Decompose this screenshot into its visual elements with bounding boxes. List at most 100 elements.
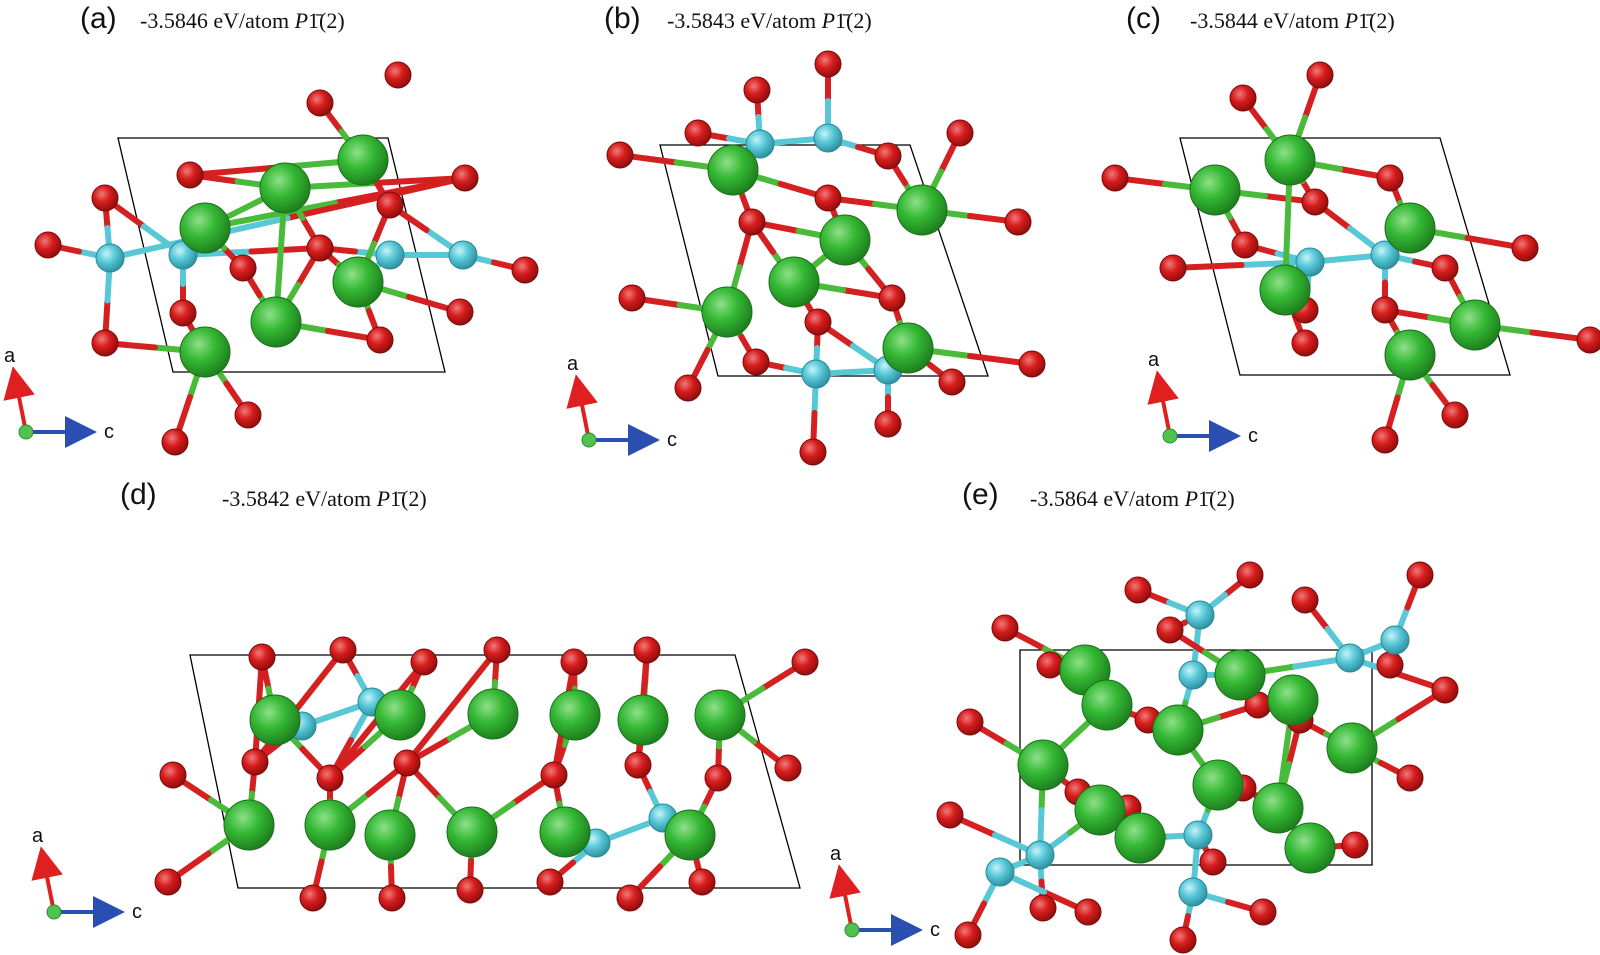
small-red-atom-c <box>1306 61 1334 89</box>
small-red-atom-a <box>229 254 257 282</box>
large-green-atom-d <box>446 806 498 858</box>
axis-origin-a <box>18 424 34 440</box>
panel-a-space-group-number: 1̄(2) <box>308 8 345 33</box>
panel-c-space-group: P <box>1344 8 1359 33</box>
cyan-atom-b <box>813 123 843 153</box>
small-red-atom-c <box>1431 254 1459 282</box>
small-red-atom-b <box>674 374 702 402</box>
large-green-atom-c <box>1449 299 1501 351</box>
large-green-atom-a <box>332 256 384 308</box>
large-green-atom-e <box>1074 784 1126 836</box>
axis-a-arrow-a <box>3 366 35 433</box>
small-red-atom-b <box>684 119 712 147</box>
axis-a-label-e: a <box>830 843 842 865</box>
cyan-atom-a <box>95 243 125 273</box>
small-red-atom-d <box>316 764 344 792</box>
unit-cell-e <box>1019 649 1373 866</box>
cyan-atom-e <box>1183 820 1213 850</box>
small-red-atom-c <box>1441 401 1469 429</box>
small-red-atom-b <box>738 208 766 236</box>
small-red-atom-e <box>1199 848 1227 876</box>
small-red-atom-d <box>329 636 357 664</box>
small-red-atom-d <box>410 648 438 676</box>
small-red-atom-b <box>618 284 646 312</box>
large-green-atom-c <box>1384 202 1436 254</box>
large-green-atom-e <box>1192 759 1244 811</box>
bond-a-0-a <box>187 164 280 178</box>
small-red-atom-b <box>874 410 902 438</box>
axis-a-arrow-e <box>829 864 861 931</box>
panel-e-space-group-number: 1̄(2) <box>1198 486 1235 511</box>
small-red-atom-d <box>616 884 644 912</box>
small-red-atom-b <box>804 308 832 336</box>
small-red-atom-e <box>1029 894 1057 922</box>
small-red-atom-b <box>742 348 770 376</box>
small-red-atom-b <box>946 119 974 147</box>
small-red-atom-b <box>606 141 634 169</box>
large-green-atom-e <box>1326 722 1378 774</box>
small-red-atom-d <box>456 876 484 904</box>
large-green-atom-d <box>304 799 356 851</box>
panel-c-caption: -3.5844 eV/atom P1̄(2) <box>1190 8 1395 34</box>
small-red-atom-e <box>956 708 984 736</box>
axis-origin-b <box>581 432 597 448</box>
small-red-atom-a <box>511 256 539 284</box>
small-red-atom-d <box>248 643 276 671</box>
panel-a-energy: -3.5846 eV/atom <box>140 8 290 33</box>
cyan-atom-b <box>745 129 775 159</box>
small-red-atom-b <box>938 368 966 396</box>
small-red-atom-b <box>874 142 902 170</box>
panel-a-space-group: P <box>294 8 309 33</box>
large-green-atom-c <box>1259 264 1311 316</box>
large-green-atom-d <box>467 688 519 740</box>
small-red-atom-d <box>774 754 802 782</box>
small-red-atom-e <box>1236 561 1264 589</box>
small-red-atom-a <box>176 161 204 189</box>
small-red-atom-d <box>791 648 819 676</box>
large-green-atom-d <box>549 689 601 741</box>
large-green-atom-a <box>179 202 231 254</box>
large-green-atom-b <box>819 214 871 266</box>
small-red-atom-d <box>299 884 327 912</box>
small-red-atom-b <box>878 284 906 312</box>
panel-d-label: (d) <box>120 478 157 511</box>
small-red-atom-e <box>1396 764 1424 792</box>
large-green-atom-d <box>617 694 669 746</box>
small-red-atom-d <box>560 648 588 676</box>
small-red-atom-e <box>1341 831 1369 859</box>
cyan-atom-e <box>1178 877 1208 907</box>
small-red-atom-a <box>446 298 474 326</box>
small-red-atom-c <box>1159 254 1187 282</box>
axis-a-arrow-c <box>1147 370 1179 437</box>
small-red-atom-a <box>34 231 62 259</box>
large-green-atom-d <box>364 809 416 861</box>
cyan-atom-a <box>375 240 405 270</box>
axis-origin-e <box>844 922 860 938</box>
panel-a-label: (a) <box>80 2 117 35</box>
panel-d-caption: -3.5842 eV/atom P1̄(2) <box>222 486 427 512</box>
small-red-atom-a <box>366 326 394 354</box>
panel-e-label: (e) <box>962 478 999 511</box>
large-green-atom-d <box>539 806 591 858</box>
large-green-atom-a <box>337 134 389 186</box>
small-red-atom-e <box>1169 926 1197 954</box>
small-red-atom-e <box>1376 651 1404 679</box>
large-green-atom-e <box>1081 679 1133 731</box>
small-red-atom-a <box>306 89 334 117</box>
small-red-atom-d <box>154 868 182 896</box>
small-red-atom-a <box>384 61 412 89</box>
panel-b-caption: -3.5843 eV/atom P1̄(2) <box>667 8 872 34</box>
small-red-atom-e <box>1406 561 1434 589</box>
panel-b-space-group: P <box>821 8 836 33</box>
small-red-atom-c <box>1576 326 1600 354</box>
small-red-atom-d <box>393 749 421 777</box>
small-red-atom-e <box>991 614 1019 642</box>
large-green-atom-b <box>707 144 759 196</box>
cyan-atom-c <box>1295 247 1325 277</box>
small-red-atom-d <box>378 884 406 912</box>
large-green-atom-d <box>249 694 301 746</box>
large-green-atom-c <box>1189 164 1241 216</box>
axis-a-label-c: a <box>1148 349 1160 371</box>
panel-b-label: (b) <box>604 2 641 35</box>
